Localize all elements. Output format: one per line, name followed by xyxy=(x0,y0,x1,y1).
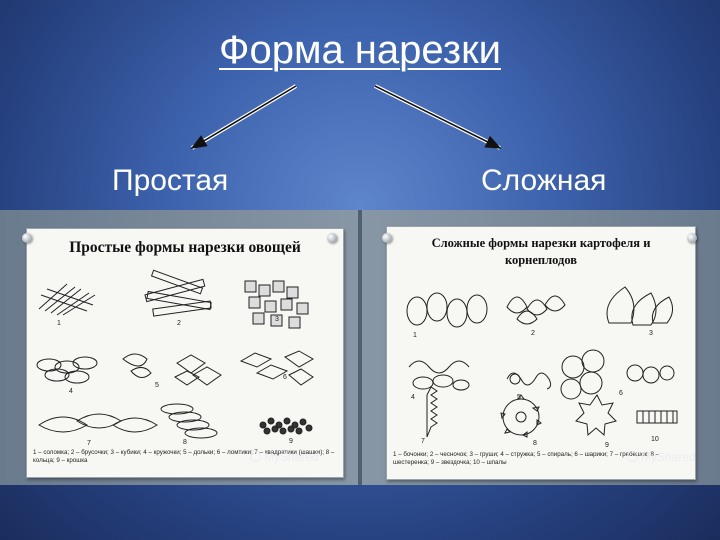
cubes-drawing xyxy=(244,280,309,329)
comb-drawing xyxy=(426,386,438,438)
label-2: 2 xyxy=(531,330,535,337)
simple-cuts-poster: Простые формы нарезки овощей xyxy=(22,228,344,478)
watermark: MyShared xyxy=(250,450,319,464)
label-4: 4 xyxy=(411,394,415,401)
squares-drawing xyxy=(239,350,315,386)
rounds-drawing xyxy=(36,356,98,384)
wedges-drawing xyxy=(122,353,152,378)
strip-divider xyxy=(358,210,362,485)
image-strip: Простые формы нарезки овощей xyxy=(0,210,720,485)
label-7: 7 xyxy=(421,438,425,445)
star-drawing xyxy=(575,394,617,437)
label-6: 6 xyxy=(283,374,287,381)
spiral-drawing xyxy=(506,372,552,390)
label-1: 1 xyxy=(57,320,61,327)
label-8: 8 xyxy=(533,440,537,447)
watermark-text: MyShared xyxy=(264,450,319,464)
label-2: 2 xyxy=(177,320,181,327)
simple-cuts-illustration: 1 2 3 4 5 6 7 8 9 xyxy=(36,269,315,447)
straws-drawing xyxy=(38,283,96,316)
pushpin-icon xyxy=(327,233,337,243)
label-8: 8 xyxy=(183,439,187,446)
complex-title-line2: корнеплодов xyxy=(504,253,578,267)
pushpin-icon xyxy=(22,233,32,243)
sticks-drawing xyxy=(144,269,212,317)
complex-title-line1: Сложные формы нарезки картофеля и xyxy=(431,236,651,250)
label-3: 3 xyxy=(649,330,653,337)
simple-poster-title: Простые формы нарезки овощей xyxy=(69,239,301,256)
label-4: 4 xyxy=(69,388,73,395)
label-9: 9 xyxy=(289,438,293,445)
watermark: MyShared xyxy=(627,450,696,464)
label-7: 7 xyxy=(87,440,91,447)
watermark-icon xyxy=(627,451,638,462)
label-9: 9 xyxy=(605,442,609,449)
pushpin-icon xyxy=(382,233,392,243)
complex-poster-caption: 1 – бочонки; 2 – чесночок; 3 – груши; 4 … xyxy=(393,451,660,466)
gear-drawing xyxy=(500,394,542,438)
label-6: 6 xyxy=(619,390,623,397)
pieces-drawing xyxy=(174,354,222,386)
balls-drawing xyxy=(560,349,675,400)
label-5: 5 xyxy=(155,382,159,389)
pushpin-icon xyxy=(687,233,697,243)
pears-drawing xyxy=(606,286,673,326)
slide-title: Форма нарезки xyxy=(219,28,501,72)
simple-poster-caption: 1 – соломка; 2 – брусочки; 3 – кубики; 4… xyxy=(33,449,335,464)
complex-label: Сложная xyxy=(481,164,607,197)
shavings-drawing xyxy=(408,360,470,391)
complex-cuts-illustration: 1 2 3 4 5 6 7 8 9 10 xyxy=(406,286,678,449)
garlic-drawing xyxy=(506,295,566,325)
label-1: 1 xyxy=(413,332,417,339)
watermark-text: MyShared xyxy=(641,450,696,464)
crumbs-drawing xyxy=(259,417,313,435)
label-5: 5 xyxy=(517,394,521,401)
label-3: 3 xyxy=(275,316,279,323)
simple-label: Простая xyxy=(112,164,229,197)
leaves-drawing xyxy=(38,413,158,433)
sleepers-drawing xyxy=(636,410,678,424)
label-10: 10 xyxy=(651,436,659,443)
rings-drawing xyxy=(160,403,218,439)
barrels-drawing xyxy=(406,292,488,328)
complex-poster-title: Сложные формы нарезки картофеля и корнеп… xyxy=(387,235,695,269)
complex-cuts-poster: Сложные формы нарезки картофеля и корнеп… xyxy=(382,226,697,480)
watermark-icon xyxy=(250,451,261,462)
